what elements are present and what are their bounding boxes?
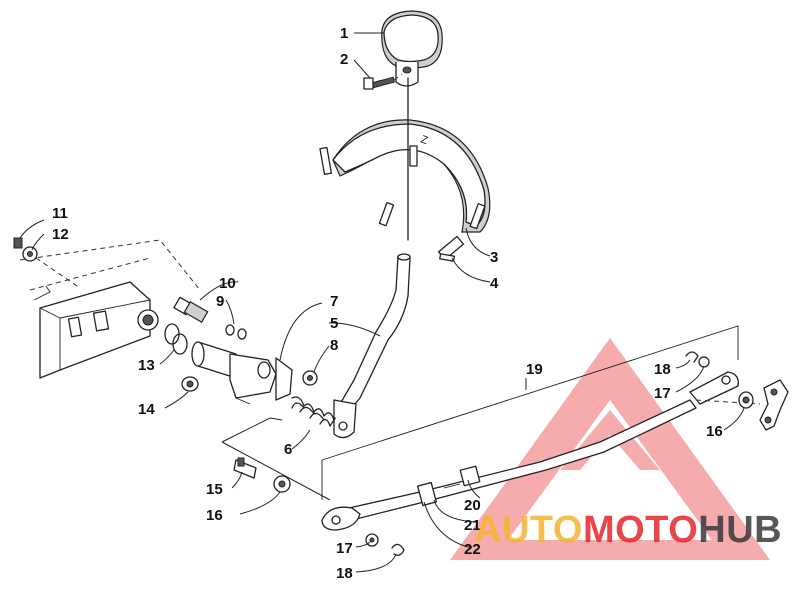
callout-6: 6 [284,441,292,458]
callout-12: 12 [52,226,69,243]
svg-text:AUTOMOTOHUB: AUTOMOTOHUB [474,509,782,551]
logo-triangle-outer [450,338,770,560]
o-rings [164,323,188,355]
callout-17-left: 17 [336,540,353,557]
callout-21: 21 [464,517,481,534]
spring [291,396,336,427]
callout-17-right: 17 [654,385,671,402]
callout-3: 3 [490,249,498,266]
bushing-14 [181,376,199,392]
transmission-linkage [759,379,789,431]
clips-right [685,351,710,368]
watermark-moto: MOTO [583,509,698,551]
watermark-auto: AUTO [474,509,583,551]
leader-lines [19,32,745,573]
shift-knob [381,10,443,87]
bushing-16-right [738,391,754,409]
washers-9 [225,324,247,340]
callout-13: 13 [138,357,155,374]
watermark-text: AUTOMOTOHUB [474,509,782,551]
callout-10: 10 [219,275,236,292]
clips-left [365,533,405,556]
callout-9: 9 [216,293,224,310]
watermark-hub: HUB [698,509,782,551]
callout-16-left: 16 [206,507,223,524]
callout-18-left: 18 [336,565,353,582]
pivot-fitting [173,296,209,324]
callout-5: 5 [330,315,338,332]
callout-20: 20 [464,497,481,514]
callout-16-right: 16 [706,423,723,440]
callout-22: 22 [464,541,481,558]
svg-text:Z: Z [419,134,430,148]
callout-8: 8 [330,337,338,354]
callout-11: 11 [52,205,68,222]
frame-bracket [19,239,201,379]
callout-2: 2 [340,51,348,68]
callout-15: 15 [206,481,223,498]
shift-rod-assembly [321,325,761,531]
pivot-shaft [191,341,293,405]
bolt-and-washer [13,237,81,289]
callout-7: 7 [330,293,338,310]
grease-fitting [233,457,257,479]
callout-4: 4 [490,275,499,292]
bushing-16-left [273,475,291,493]
callout-1: 1 [340,25,348,42]
shift-cover: Z [319,77,491,262]
shift-lever [333,253,411,439]
callout-18-right: 18 [654,361,671,378]
knob-screw [363,73,403,90]
callout-labels: 1 2 3 4 5 6 7 8 9 10 11 12 13 14 15 16 1… [52,25,723,582]
callout-19: 19 [526,361,543,378]
nut-8 [302,370,318,386]
callout-14: 14 [138,401,155,418]
